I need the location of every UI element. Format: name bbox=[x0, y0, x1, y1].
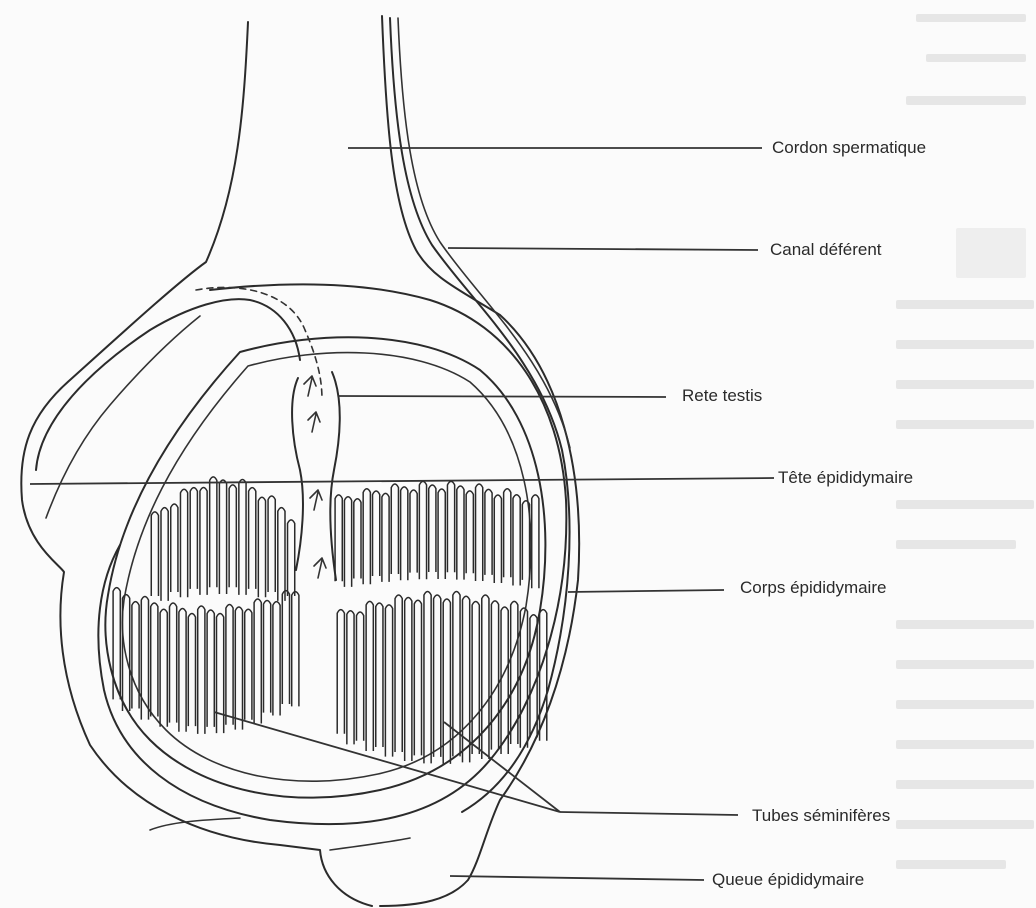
tubule-loop bbox=[504, 489, 511, 577]
tubule-loop bbox=[419, 481, 426, 579]
tubule-loop bbox=[466, 491, 473, 573]
tubule-loop bbox=[190, 488, 197, 589]
tubule-loop bbox=[160, 609, 167, 727]
tubule-loop bbox=[424, 591, 431, 763]
tubule-loop bbox=[395, 595, 402, 752]
leader-tubes-main bbox=[560, 812, 738, 815]
tubule-loop bbox=[373, 491, 380, 576]
tubule-loop bbox=[151, 512, 158, 596]
arrow-4 bbox=[314, 558, 326, 578]
tubule-loop bbox=[347, 611, 354, 745]
leader-rete bbox=[338, 396, 666, 397]
tubule-loop bbox=[501, 607, 508, 754]
tubule-loop bbox=[366, 601, 373, 751]
tubule-loop bbox=[249, 488, 256, 589]
tubule-loop bbox=[337, 610, 344, 734]
epididymis-coiled-duct bbox=[46, 316, 200, 518]
tubule-loop bbox=[198, 606, 205, 734]
tubule-loop bbox=[414, 600, 421, 755]
tubule-loop bbox=[171, 504, 178, 592]
tubule-loop bbox=[229, 485, 236, 587]
label-rete-testis: Rete testis bbox=[682, 386, 762, 406]
tubule-loop bbox=[210, 477, 217, 587]
arrow-2 bbox=[308, 412, 320, 432]
label-cordon-spermatique: Cordon spermatique bbox=[772, 138, 926, 158]
tubule-loop bbox=[513, 495, 520, 586]
tubule-loop bbox=[264, 600, 271, 712]
tubule-loop bbox=[335, 495, 342, 581]
tubule-loop bbox=[292, 592, 299, 707]
tubule-loop bbox=[200, 487, 207, 594]
tubule-loop bbox=[179, 608, 186, 731]
leader-queue bbox=[450, 876, 704, 880]
tubule-loop bbox=[207, 610, 214, 727]
label-canal-deferent: Canal déférent bbox=[770, 240, 882, 260]
arrow-1 bbox=[304, 376, 316, 396]
tubule-loop bbox=[235, 607, 242, 730]
label-queue-epididymaire: Queue épididymaire bbox=[712, 870, 864, 890]
tubule-loop bbox=[180, 489, 187, 597]
tubule-loop bbox=[391, 484, 398, 574]
tubule-loop bbox=[188, 613, 195, 726]
tubule-loop bbox=[376, 603, 383, 747]
tubule-loop bbox=[219, 480, 226, 594]
leader-tete bbox=[30, 478, 774, 484]
tubule-loop bbox=[268, 496, 275, 592]
tubule-loop bbox=[401, 487, 408, 580]
tubule-loop bbox=[344, 497, 351, 587]
tubule-loop bbox=[170, 603, 177, 723]
tubule-loop bbox=[429, 485, 436, 572]
tubule-loop bbox=[485, 489, 492, 575]
label-tubes-seminiferes: Tubes séminifères bbox=[752, 806, 890, 826]
tubule-loop bbox=[447, 481, 454, 572]
tubule-loop bbox=[385, 605, 392, 757]
tubule-loop bbox=[494, 495, 501, 583]
tubule-loop bbox=[443, 599, 450, 764]
tubule-loop bbox=[476, 484, 483, 581]
tubule-loop bbox=[258, 497, 265, 597]
tubule-loop bbox=[354, 499, 361, 579]
tubule-loop bbox=[226, 604, 233, 724]
vas-deferens-inner bbox=[398, 18, 570, 448]
arrow-3 bbox=[310, 490, 322, 510]
tubule-loop bbox=[254, 599, 261, 723]
tubule-loop bbox=[356, 612, 363, 741]
tubule-loop bbox=[151, 603, 158, 716]
tubule-loop bbox=[239, 479, 246, 594]
tubule-loop bbox=[405, 597, 412, 760]
tubule-loop bbox=[278, 508, 285, 601]
tubule-loop bbox=[472, 601, 479, 753]
tubule-loop bbox=[382, 493, 389, 582]
tubule-loop bbox=[245, 609, 252, 720]
epididymis-duct-dotted bbox=[196, 287, 322, 400]
leader-canal bbox=[448, 248, 758, 250]
tubule-loop bbox=[363, 489, 370, 584]
tubule-loop bbox=[288, 520, 295, 596]
tubule-loop bbox=[282, 591, 289, 704]
tubule-loop bbox=[532, 495, 539, 588]
tubule-loop bbox=[482, 595, 489, 759]
tubule-loop bbox=[141, 596, 148, 719]
tubule-loop bbox=[491, 601, 498, 750]
label-tete-epididymaire: Tête épididymaire bbox=[778, 468, 913, 488]
tubule-loop bbox=[273, 602, 280, 716]
rete-testis-left bbox=[292, 378, 303, 570]
tubule-loop bbox=[410, 490, 417, 573]
label-corps-epididymaire: Corps épididymaire bbox=[740, 578, 886, 598]
tubule-loop bbox=[522, 501, 529, 580]
tubule-loop bbox=[438, 489, 445, 579]
tubule-loop bbox=[457, 486, 464, 580]
tubule-loop bbox=[434, 595, 441, 757]
tubule-loop bbox=[161, 508, 168, 601]
leader-corps bbox=[568, 590, 724, 592]
